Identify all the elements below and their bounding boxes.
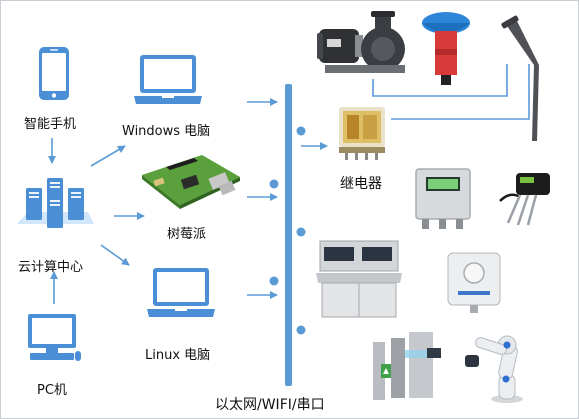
- smartphone-icon: [39, 47, 69, 100]
- arrow-cloud-to-windows: [90, 145, 126, 167]
- relay-label: 继电器: [340, 176, 382, 192]
- relay-icon: [339, 107, 385, 160]
- water-pump-icon: [317, 11, 405, 73]
- bus-dot: [296, 227, 306, 237]
- control-console-icon: [316, 240, 402, 318]
- laptop-icon: [134, 55, 202, 104]
- robot-arm-icon: [465, 335, 523, 403]
- smartphone-label: 智能手机: [24, 117, 77, 132]
- relay-wire: [391, 64, 530, 120]
- bus-dot: [296, 325, 306, 335]
- network-bus: [285, 84, 292, 386]
- arrow-cloud-to-linux: [100, 244, 130, 266]
- light-sensor-icon: [447, 252, 501, 313]
- soil-sensor-icon: [499, 173, 550, 226]
- bus-dot: [296, 126, 306, 136]
- desktop-computer-icon: [28, 314, 81, 361]
- turnstile-gate-icon: [373, 332, 441, 400]
- street-lamp-icon: [501, 15, 539, 141]
- bus-label: 以太网/WIFI/串口: [215, 397, 325, 413]
- bus-dot: [269, 179, 279, 189]
- laptop-icon: [147, 268, 215, 317]
- relay-wire: [372, 64, 508, 97]
- raspberry-pi-label: 树莓派: [167, 227, 207, 242]
- windows-pc-label: Windows 电脑: [122, 124, 211, 139]
- bus-dot: [269, 276, 279, 286]
- control-box-icon: [415, 168, 471, 229]
- pc-label: PC机: [37, 383, 67, 398]
- linux-pc-label: Linux 电脑: [145, 348, 211, 363]
- cloud-center-label: 云计算中心: [18, 260, 84, 275]
- circuit-board-icon: [142, 155, 240, 209]
- aerator-icon: [422, 12, 470, 85]
- server-cluster-icon: [17, 178, 94, 228]
